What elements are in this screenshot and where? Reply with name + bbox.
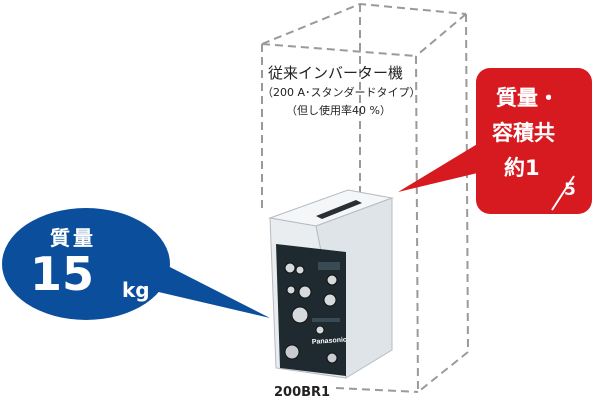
ratio-callout-line3: 約1 xyxy=(504,156,540,180)
previous-machine-spec: （200 A･スタンダードタイプ） xyxy=(262,86,421,99)
welder-machine xyxy=(268,189,394,379)
previous-machine-outline xyxy=(261,2,469,393)
previous-machine-note: （但し使用率40 %） xyxy=(286,104,391,117)
model-label: 200BR1 xyxy=(274,385,331,400)
mass-callout-label: 質量 xyxy=(50,226,96,250)
ratio-callout-line2: 容積共 xyxy=(492,121,555,145)
previous-machine-title: 従来インバーター機 xyxy=(268,64,404,82)
mass-callout-value: 15 xyxy=(30,247,95,301)
mass-callout-unit: kg xyxy=(122,278,150,302)
ratio-callout-denominator: 5 xyxy=(564,180,576,200)
brand-logo: Panasonic xyxy=(312,337,348,346)
ratio-callout-line1: 質量・ xyxy=(496,86,559,110)
ratio-callout-bubble xyxy=(398,68,592,214)
mass-callout-bubble xyxy=(2,208,270,320)
